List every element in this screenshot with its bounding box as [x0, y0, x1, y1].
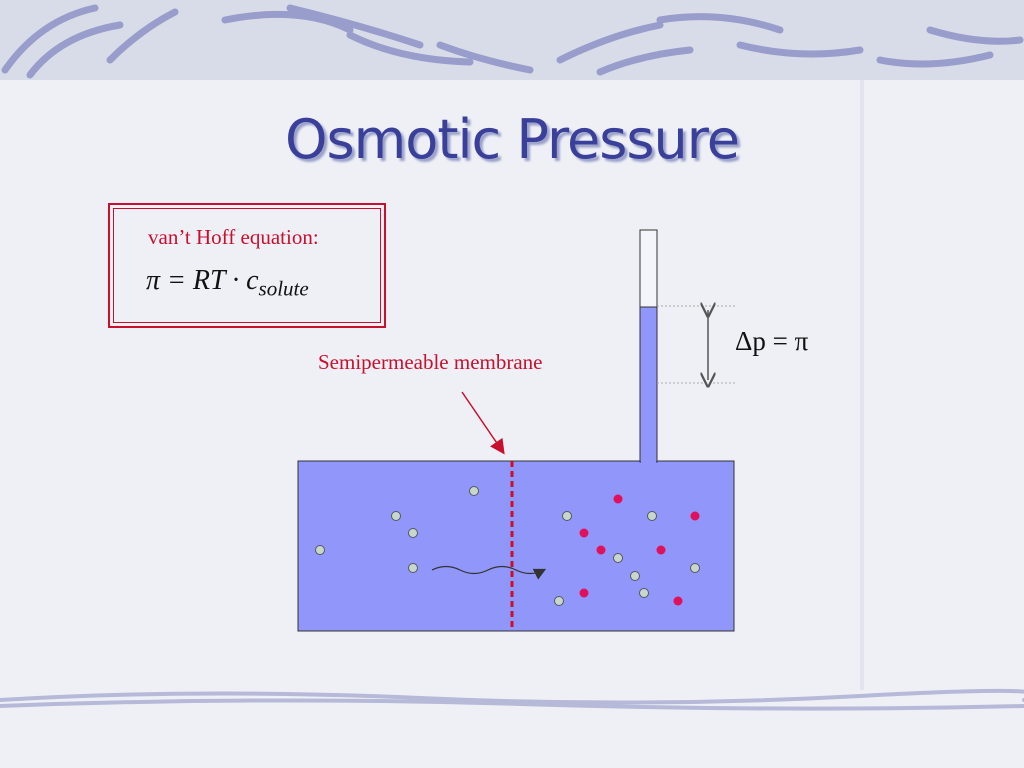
solute-particle	[673, 596, 683, 606]
pressure-label: Δp = π	[735, 326, 809, 356]
solvent-flow-arrow	[431, 565, 547, 580]
slide-title: Osmotic Pressure	[285, 108, 740, 171]
membrane-label: Semipermeable membrane	[318, 350, 543, 374]
equation-box: van’t Hoff equation: π = RT · csolute	[108, 203, 386, 328]
solvent-particle	[408, 528, 418, 538]
formula-main: π = RT · c	[146, 265, 259, 296]
solute-particle	[579, 588, 589, 598]
solvent-particle	[630, 571, 640, 581]
capillary-tube-empty	[639, 229, 658, 308]
solvent-particle	[690, 563, 700, 573]
solute-particle	[579, 528, 589, 538]
solvent-particle	[408, 563, 418, 573]
solvent-particle	[554, 596, 564, 606]
solvent-particle	[469, 486, 479, 496]
solute-particle	[690, 511, 700, 521]
equation-label: van’t Hoff equation:	[148, 225, 319, 249]
solute-particles	[579, 494, 700, 606]
membrane-pointer-arrow	[461, 391, 505, 455]
solvent-particle	[613, 553, 623, 563]
solvent-particles	[315, 486, 700, 606]
solvent-particle	[647, 511, 657, 521]
solvent-particle	[562, 511, 572, 521]
capillary-tube-liquid	[639, 306, 658, 463]
solution-container	[297, 460, 735, 632]
formula-subscript: solute	[258, 276, 309, 301]
solvent-particle	[315, 545, 325, 555]
solute-particle	[656, 545, 666, 555]
solvent-particle	[639, 588, 649, 598]
solvent-particle	[391, 511, 401, 521]
van-t-hoff-formula: π = RT · csolute	[146, 265, 309, 302]
solute-particle	[596, 545, 606, 555]
solute-particle	[613, 494, 623, 504]
